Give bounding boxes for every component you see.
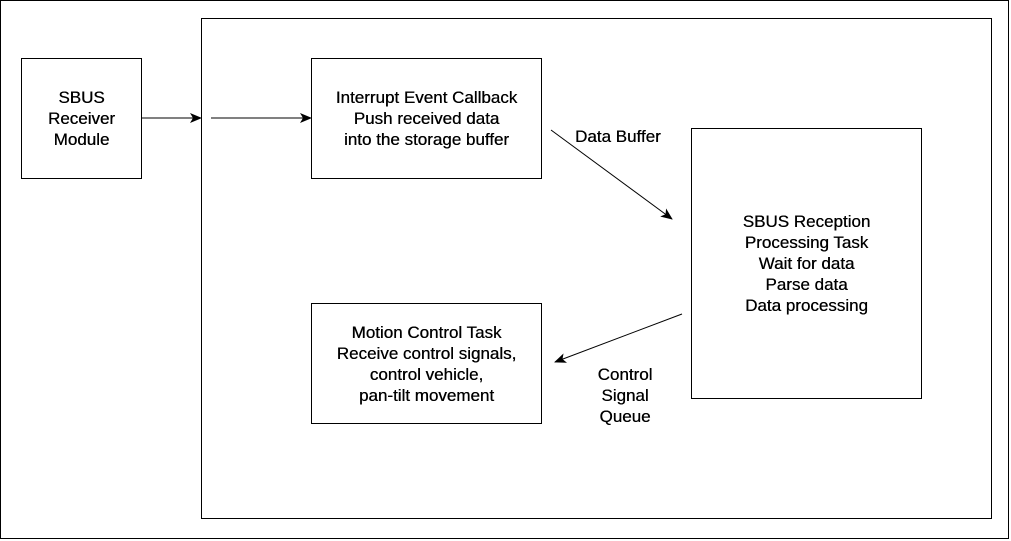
system-boundary	[201, 18, 992, 519]
interrupt-callback-box: Interrupt Event Callback Push received d…	[311, 58, 542, 179]
queue-label-line-2: Signal	[601, 386, 649, 405]
motion-line-2: Receive control signals,	[336, 343, 517, 363]
receiver-line-1: SBUS	[58, 88, 105, 107]
data-buffer-label: Data Buffer	[575, 127, 661, 146]
sbus-reception-task-box: SBUS Reception Processing Task Wait for …	[691, 128, 922, 399]
sbus-task-line-1: SBUS Reception	[742, 212, 871, 231]
sbus-task-line-2: Processing Task	[744, 233, 869, 252]
queue-label-line-1: Control	[597, 365, 653, 384]
motion-line-3: control vehicle,	[369, 364, 484, 384]
sbus-task-line-3: Wait for data	[758, 254, 855, 273]
motion-line-1: Motion Control Task	[351, 322, 502, 342]
queue-label-line-3: Queue	[599, 407, 651, 426]
arrow-control-queue	[554, 313, 683, 363]
sbus-task-line-5: Data processing	[745, 296, 868, 315]
receiver-line-3: Module	[53, 130, 110, 149]
motion-line-4: pan-tilt movement	[358, 385, 495, 405]
interrupt-line-1: Interrupt Event Callback	[335, 88, 518, 107]
sbus-receiver-module-box: SBUS Receiver Module	[21, 58, 142, 179]
motion-control-task-box: Motion Control Task Receive control sign…	[311, 303, 542, 424]
interrupt-line-2: Push received data	[353, 109, 500, 128]
receiver-line-2: Receiver	[47, 109, 116, 128]
interrupt-line-3: into the storage buffer	[343, 130, 510, 149]
arrow-data-buffer	[550, 129, 673, 220]
sbus-task-line-4: Parse data	[765, 275, 848, 294]
control-signal-queue-label: Control Signal Queue	[585, 364, 665, 427]
